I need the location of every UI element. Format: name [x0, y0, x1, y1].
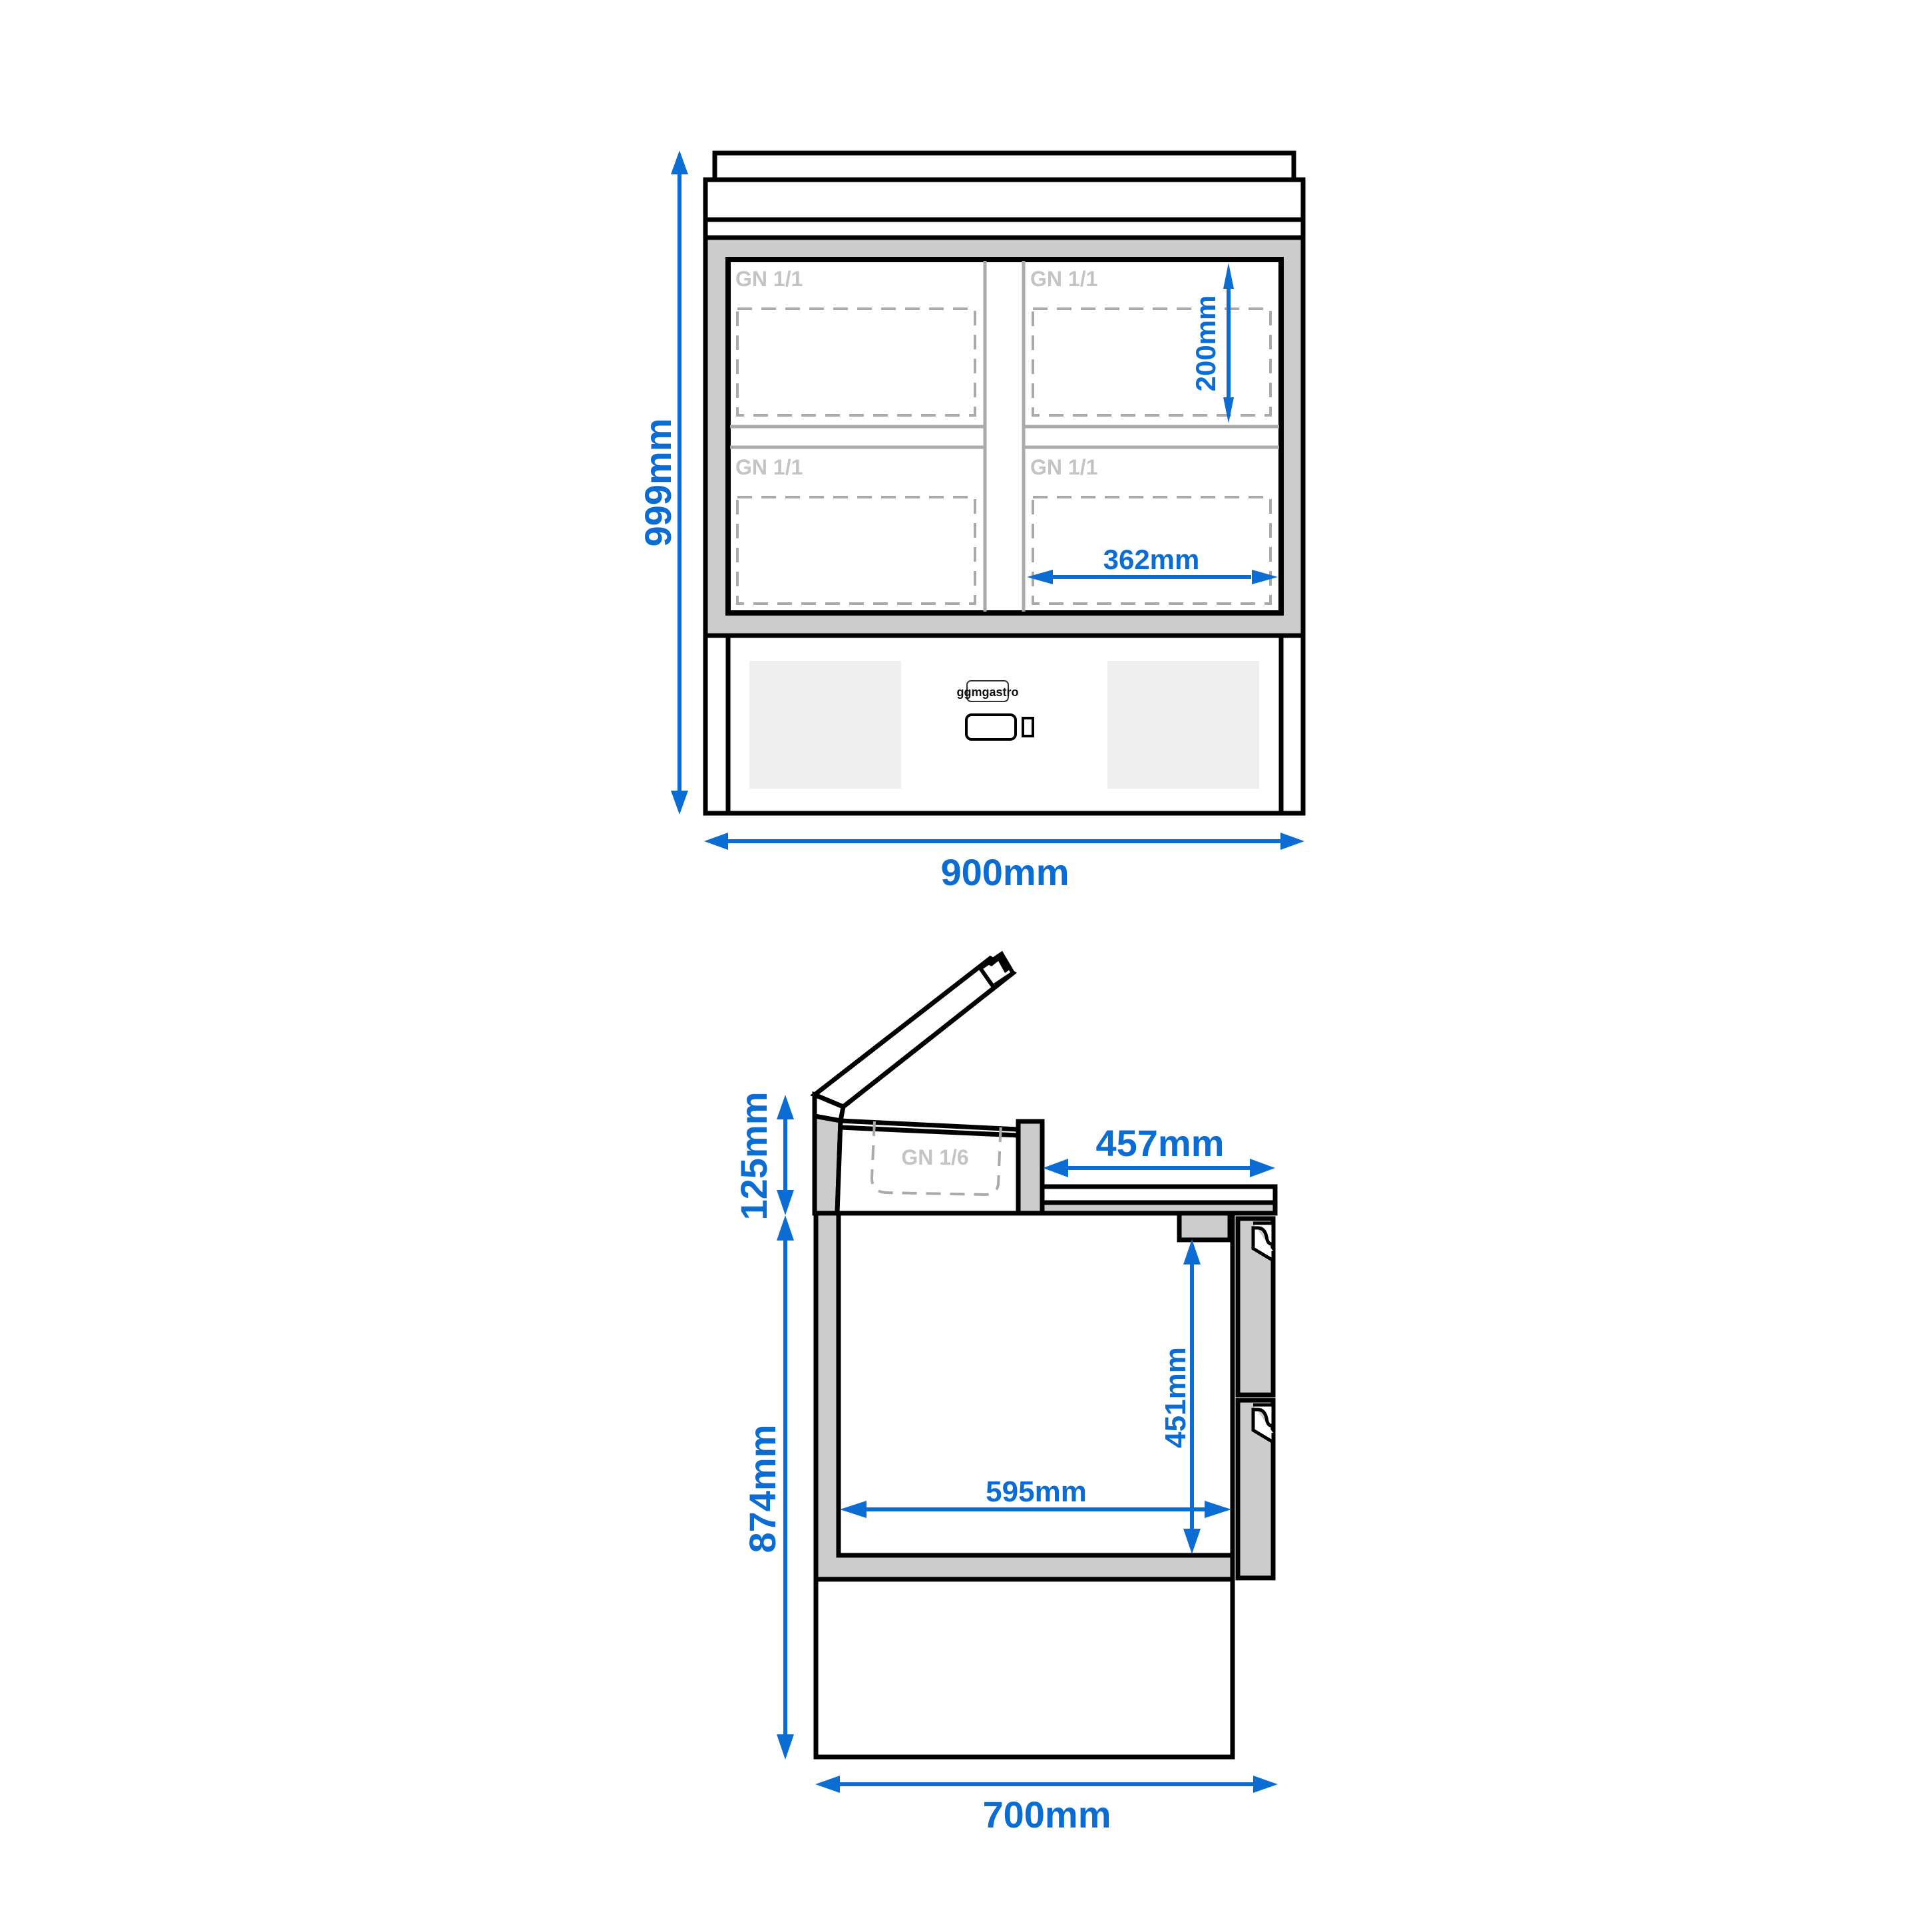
- arrow-up-icon: [777, 1215, 794, 1241]
- arrow-left-icon: [704, 833, 728, 850]
- arrow-right-icon: [1205, 1501, 1231, 1518]
- arrow-down-icon: [671, 791, 688, 815]
- lid-handle-hook: [986, 953, 1012, 973]
- gn-label-top-right: GN 1/1: [1030, 267, 1097, 291]
- drawer-handle-upper: [1251, 1221, 1275, 1264]
- side-worktop-board: [1040, 1184, 1278, 1205]
- dim-595-label: 595mm: [986, 1475, 1087, 1508]
- thermostat-display: [965, 713, 1017, 741]
- arrow-up-icon: [777, 1095, 794, 1119]
- front-strip: [703, 217, 1306, 240]
- dim-700-label: 700mm: [982, 1794, 1111, 1835]
- dim-451-label: 451mm: [1159, 1347, 1192, 1448]
- side-open-lid: [810, 955, 1018, 1110]
- arrow-up-icon: [671, 150, 688, 174]
- side-cabinet-inner: [836, 1211, 1235, 1558]
- side-top-right-wall: [1016, 1119, 1045, 1216]
- dim-200-label: 200mm: [1190, 295, 1221, 392]
- power-switch: [1022, 717, 1034, 737]
- arrow-up-icon: [1223, 263, 1234, 289]
- dim-125-label: 125mm: [733, 1091, 775, 1220]
- gn-label-top-left: GN 1/1: [735, 267, 803, 291]
- arrow-right-icon: [1252, 570, 1278, 584]
- arrow-down-icon: [1183, 1529, 1201, 1554]
- dim-999-label: 999mm: [637, 418, 679, 546]
- side-evaporator: [1177, 1211, 1233, 1243]
- gn-container-side: [870, 1121, 1002, 1197]
- front-well: [725, 257, 1284, 616]
- drawer-handle-lower: [1251, 1403, 1275, 1446]
- brand-label: ggmgastro: [956, 685, 1018, 699]
- gn-label-bottom-left: GN 1/1: [735, 455, 803, 479]
- dim-874-label: 874mm: [741, 1424, 783, 1553]
- front-lid: [703, 177, 1306, 222]
- gn-label-side: GN 1/6: [901, 1145, 968, 1169]
- arrow-left-icon: [815, 1776, 840, 1793]
- arrow-up-icon: [1183, 1239, 1201, 1264]
- arrow-down-icon: [777, 1734, 794, 1760]
- front-vent-panel-left: [749, 661, 901, 789]
- dim-362-label: 362mm: [1103, 544, 1200, 575]
- gn-container-bottom-left: [736, 496, 976, 605]
- side-top-rim: [840, 1125, 1019, 1138]
- side-base: [813, 1577, 1235, 1760]
- gn-label-bottom-right: GN 1/1: [1030, 455, 1097, 479]
- dim-900-label: 900mm: [940, 851, 1069, 893]
- arrow-right-icon: [1250, 1159, 1275, 1177]
- arrow-left-icon: [840, 1501, 867, 1518]
- arrow-down-icon: [1223, 397, 1234, 423]
- arrow-left-icon: [1043, 1159, 1068, 1177]
- arrow-right-icon: [1280, 833, 1304, 850]
- front-view: GN 1/1 GN 1/1 GN 1/1 GN 1/1 ggmgastro 99…: [637, 150, 1306, 893]
- brand-badge: [966, 680, 1009, 702]
- gn-container-top-left: [736, 307, 976, 417]
- arrow-left-icon: [1027, 570, 1053, 584]
- gn-container-bottom-right: [1032, 496, 1272, 605]
- arrow-down-icon: [777, 1190, 794, 1215]
- front-top-cap: [712, 150, 1296, 182]
- side-view: GN 1/6 125mm 874mm 457mm 4: [733, 950, 1278, 1835]
- arrow-right-icon: [1253, 1776, 1278, 1793]
- front-vent-panel-right: [1107, 661, 1259, 789]
- gn-container-top-right: [1032, 307, 1272, 417]
- dim-457-label: 457mm: [1095, 1122, 1224, 1164]
